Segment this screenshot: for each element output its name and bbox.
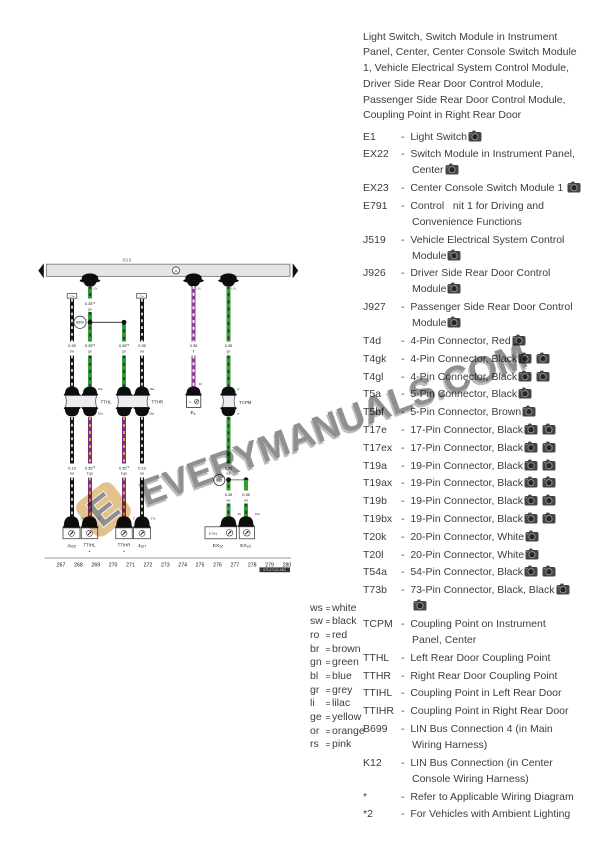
svg-text:970-27140-ABC: 970-27140-ABC bbox=[263, 568, 287, 572]
svg-text:sw: sw bbox=[70, 349, 75, 353]
svg-text:0.35: 0.35 bbox=[242, 492, 250, 497]
svg-text:277: 277 bbox=[230, 563, 239, 569]
svg-text:269: 269 bbox=[91, 563, 100, 569]
svg-text:16a: 16a bbox=[98, 412, 103, 416]
svg-text:gn: gn bbox=[122, 349, 126, 353]
svg-text:3: 3 bbox=[98, 517, 100, 521]
svg-text:268: 268 bbox=[74, 563, 83, 569]
svg-text:TCPM: TCPM bbox=[239, 400, 252, 405]
svg-text:TTHR: TTHR bbox=[152, 400, 164, 405]
svg-text:li: li bbox=[193, 349, 195, 353]
svg-text:EX22: EX22 bbox=[213, 543, 223, 549]
svg-text:J926: J926 bbox=[67, 543, 75, 549]
svg-text:0.35: 0.35 bbox=[225, 465, 233, 470]
svg-text:19a: 19a bbox=[255, 512, 260, 516]
svg-text:16a: 16a bbox=[149, 412, 154, 416]
svg-text:J927: J927 bbox=[138, 543, 146, 549]
svg-text:0.35*2: 0.35*2 bbox=[119, 343, 130, 348]
svg-text:EX23: EX23 bbox=[240, 543, 250, 549]
svg-text:20: 20 bbox=[199, 382, 203, 386]
svg-text:K12: K12 bbox=[216, 479, 222, 483]
svg-text:*: * bbox=[89, 550, 91, 555]
svg-text:17e: 17e bbox=[139, 294, 144, 298]
svg-text:0.35*2: 0.35*2 bbox=[119, 465, 130, 470]
svg-text:0.35: 0.35 bbox=[138, 343, 146, 348]
svg-text:LIN: LIN bbox=[196, 287, 201, 291]
svg-text:278: 278 bbox=[248, 563, 257, 569]
svg-text:279: 279 bbox=[265, 563, 274, 569]
svg-text:li ge: li ge bbox=[87, 472, 93, 476]
svg-text:ws: ws bbox=[244, 498, 248, 502]
svg-text:276: 276 bbox=[213, 563, 222, 569]
svg-text:gn: gn bbox=[227, 349, 231, 353]
svg-text:280: 280 bbox=[283, 563, 292, 569]
svg-text:16a: 16a bbox=[98, 387, 103, 391]
svg-text:274: 274 bbox=[178, 563, 187, 569]
svg-text:J519: J519 bbox=[121, 258, 132, 263]
svg-text:sw: sw bbox=[140, 349, 145, 353]
svg-text:A: A bbox=[174, 268, 178, 273]
svg-text:271: 271 bbox=[126, 563, 135, 569]
svg-text:17e: 17e bbox=[70, 294, 75, 298]
svg-text:E1: E1 bbox=[191, 410, 196, 416]
svg-text:35: 35 bbox=[238, 512, 242, 516]
svg-text:ws: ws bbox=[226, 498, 230, 502]
svg-text:0.35: 0.35 bbox=[225, 343, 233, 348]
svg-text:LIN: LIN bbox=[93, 287, 98, 291]
svg-text:0.35*2: 0.35*2 bbox=[85, 465, 96, 470]
svg-text:w: w bbox=[237, 387, 240, 391]
svg-text:B699: B699 bbox=[76, 321, 84, 325]
svg-text:3: 3 bbox=[133, 517, 135, 521]
svg-text:E791: E791 bbox=[209, 532, 217, 536]
svg-text:gn: gn bbox=[88, 307, 92, 311]
svg-text:0.35*2: 0.35*2 bbox=[85, 343, 96, 348]
svg-text:272: 272 bbox=[144, 563, 153, 569]
svg-text:0.13: 0.13 bbox=[138, 465, 146, 470]
svg-text:273: 273 bbox=[161, 563, 170, 569]
svg-text:0.13: 0.13 bbox=[68, 465, 76, 470]
svg-text:sw: sw bbox=[70, 472, 75, 476]
svg-text:TTIHL: TTIHL bbox=[84, 542, 97, 547]
svg-text:li ge: li ge bbox=[121, 472, 127, 476]
svg-text:16a: 16a bbox=[149, 387, 154, 391]
svg-text:0.35*2: 0.35*2 bbox=[85, 301, 96, 306]
svg-text:0.35: 0.35 bbox=[225, 492, 233, 497]
svg-text:LIN: LIN bbox=[231, 287, 236, 291]
svg-text:sw: sw bbox=[140, 472, 145, 476]
svg-text:TTHL: TTHL bbox=[101, 400, 113, 405]
svg-text:17e: 17e bbox=[151, 517, 156, 521]
svg-text:267: 267 bbox=[57, 563, 66, 569]
svg-text:w: w bbox=[237, 412, 240, 416]
svg-text:270: 270 bbox=[109, 563, 118, 569]
svg-text:0.35: 0.35 bbox=[68, 343, 76, 348]
svg-text:275: 275 bbox=[196, 563, 205, 569]
svg-text:JF: JF bbox=[188, 400, 191, 404]
svg-text:TTIHR: TTIHR bbox=[118, 542, 131, 547]
svg-text:0.35: 0.35 bbox=[190, 343, 198, 348]
svg-text:*: * bbox=[123, 550, 125, 555]
svg-text:ws: ws bbox=[226, 472, 230, 476]
svg-text:gn: gn bbox=[88, 349, 92, 353]
